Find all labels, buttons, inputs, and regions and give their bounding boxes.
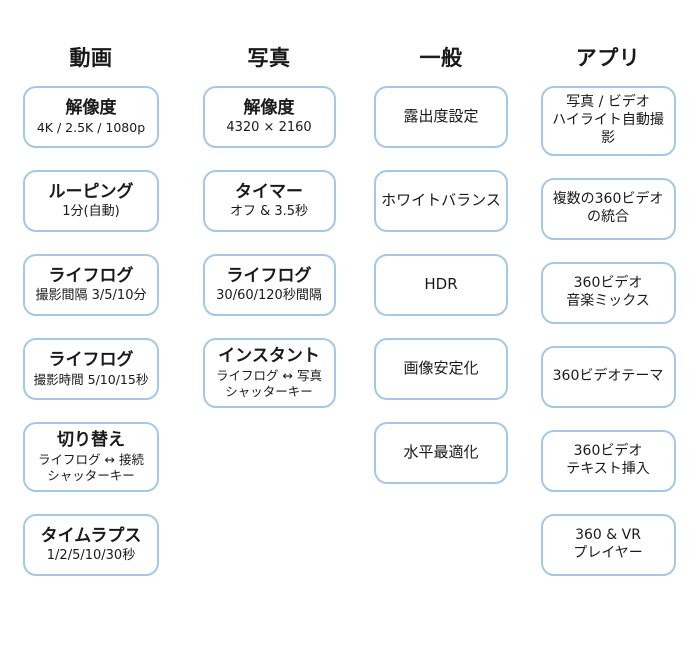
feature-card[interactable]: 水平最適化	[374, 422, 508, 484]
feature-card-subtitle: 撮影間隔 3/5/10分	[35, 287, 147, 303]
feature-column-2: 一般露出度設定ホワイトバランス HDR 画像安定化水平最適化	[354, 48, 526, 484]
feature-card-title: 解像度	[65, 98, 117, 119]
feature-card[interactable]: HDR	[374, 254, 508, 316]
feature-card-subtitle: 4K / 2.5K / 1080p	[36, 120, 146, 136]
feature-card-subtitle: 1分(自動)	[62, 203, 120, 219]
feature-card-title: 360ビデオ テキスト挿入	[566, 442, 650, 477]
feature-card-title: 画像安定化	[403, 359, 479, 378]
feature-card[interactable]: タイマーオフ & 3.5秒	[202, 170, 336, 232]
column-header: 動画	[69, 46, 113, 70]
feature-card-title: ライフログ	[226, 265, 312, 286]
feature-card-title: 360 & VR プレイヤー	[573, 526, 643, 561]
feature-card[interactable]: 写真 / ビデオ ハイライト自動撮影	[540, 86, 676, 156]
feature-card-title: ライフログ	[48, 265, 134, 286]
feature-card-title: 解像度	[243, 97, 295, 118]
feature-card-subtitle: ライフログ ↔ 写真 シャッターキー	[216, 368, 322, 400]
feature-card-list: 写真 / ビデオ ハイライト自動撮影複数の360ビデオ の統合 360ビデオ 音楽…	[526, 86, 690, 576]
feature-card-subtitle: 4320 × 2160	[226, 119, 312, 135]
feature-card[interactable]: 画像安定化	[374, 338, 508, 400]
feature-card-title: 360ビデオ 音楽ミックス	[566, 274, 650, 309]
feature-card-title: 複数の360ビデオ の統合	[552, 190, 664, 225]
feature-card-title: 写真 / ビデオ ハイライト自動撮影	[552, 94, 664, 146]
feature-card[interactable]: 露出度設定	[374, 86, 508, 148]
feature-card[interactable]: ライフログ撮影時間 5/10/15秒	[23, 338, 159, 400]
feature-card[interactable]: 360 & VR プレイヤー	[540, 513, 676, 576]
feature-card-subtitle: 1/2/5/10/30秒	[46, 547, 136, 563]
column-header: アプリ	[575, 46, 641, 70]
feature-card-subtitle: ライフログ ↔ 接続 シャッターキー	[38, 452, 144, 484]
feature-card-title: 露出度設定	[403, 107, 479, 126]
feature-card-subtitle: 30/60/120秒間隔	[216, 287, 322, 303]
feature-card[interactable]: インスタントライフログ ↔ 写真 シャッターキー	[202, 338, 336, 408]
feature-card-title: 360ビデオテーマ	[552, 367, 664, 384]
feature-card-title: ライフログ	[48, 350, 134, 371]
feature-card-title: ルーピング	[48, 181, 134, 202]
feature-card-title: ホワイトバランス	[381, 191, 501, 210]
feature-card-title: タイムラプス	[40, 525, 142, 546]
feature-card-title: HDR	[424, 275, 458, 294]
feature-card-title: インスタント	[218, 346, 320, 367]
feature-card-title: 切り替え	[57, 430, 125, 451]
feature-card[interactable]: 360ビデオ 音楽ミックス	[540, 261, 676, 324]
feature-card-subtitle: 撮影時間 5/10/15秒	[33, 372, 149, 388]
column-header: 写真	[247, 46, 291, 70]
feature-card-title: タイマー	[235, 181, 303, 202]
feature-card-title: 水平最適化	[403, 443, 479, 462]
feature-column-3: アプリ写真 / ビデオ ハイライト自動撮影複数の360ビデオ の統合 360ビデオ…	[526, 48, 690, 576]
feature-card[interactable]: 360ビデオ テキスト挿入	[540, 429, 676, 492]
feature-card-list: 露出度設定ホワイトバランス HDR 画像安定化水平最適化	[356, 86, 526, 484]
feature-card[interactable]: ホワイトバランス	[374, 170, 508, 232]
feature-card[interactable]: 複数の360ビデオ の統合	[540, 177, 676, 240]
feature-card[interactable]: 360ビデオテーマ	[540, 345, 676, 408]
feature-card[interactable]: ライフログ撮影間隔 3/5/10分	[23, 254, 159, 316]
feature-card[interactable]: 切り替えライフログ ↔ 接続 シャッターキー	[23, 422, 159, 492]
feature-card-subtitle: オフ & 3.5秒	[229, 203, 309, 219]
column-header: 一般	[419, 46, 463, 70]
